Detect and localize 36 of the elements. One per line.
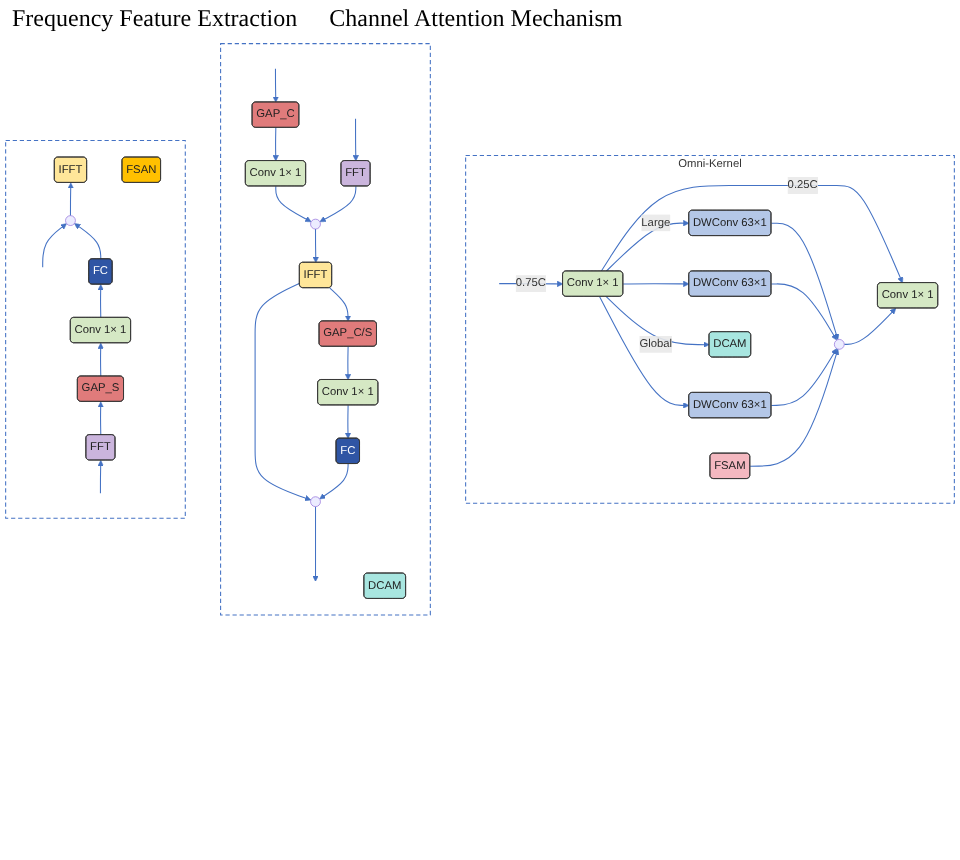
arrow [843,308,897,345]
panel-frame [5,139,186,519]
arrow [344,404,352,439]
arrow [329,287,352,322]
arrow [319,185,357,223]
arrow [254,282,312,502]
arrow [770,222,840,340]
arrow [97,342,104,377]
arrow [97,284,104,319]
arrow [312,228,319,263]
arrow [74,223,102,260]
arrow [600,184,904,284]
arrow [599,296,690,409]
section-heading: Frequency Feature Extraction [12,4,298,34]
arrow [749,348,840,467]
arrow [344,346,352,381]
arrow [770,283,838,341]
section-heading: Channel Attention Mechanism [329,4,623,34]
sum-junction [65,215,76,226]
arrow [319,463,349,500]
arrow [275,185,312,223]
arrow [272,68,279,103]
arrow [605,296,710,348]
arrow [97,460,104,494]
sum-junction [834,339,845,350]
arrow [622,280,690,287]
arrow [352,118,359,162]
sum-junction [310,496,321,507]
arrow [770,348,838,406]
arrow [272,127,279,162]
panel-frame [220,43,431,616]
sum-junction [310,218,321,230]
arrow [312,506,319,582]
arrow [67,182,74,217]
arrow [97,401,104,436]
arrow [42,223,67,268]
